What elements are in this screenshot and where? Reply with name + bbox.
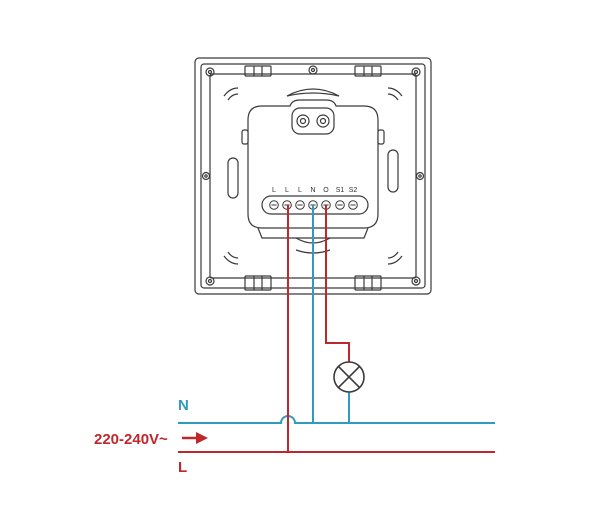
corner-screw-icon (205, 67, 421, 286)
terminal-label-2: L (285, 187, 289, 194)
terminal-label-7: S2 (349, 187, 358, 194)
terminal-labels: L L L N O S1 S2 (272, 187, 357, 194)
live-wire (178, 205, 495, 453)
terminal-label-3: L (298, 187, 302, 194)
terminal-label-6: S1 (336, 187, 345, 194)
terminal-label-1: L (272, 187, 276, 194)
terminal-label-5: O (323, 187, 329, 194)
live-label: L (178, 459, 187, 476)
lamp-icon (333, 361, 365, 393)
terminal-label-4: N (310, 187, 315, 194)
arrow-right-icon (182, 432, 208, 444)
voltage-label: 220-240V~ (94, 431, 168, 448)
neutral-label: N (178, 397, 189, 414)
terminal-block (261, 195, 369, 215)
